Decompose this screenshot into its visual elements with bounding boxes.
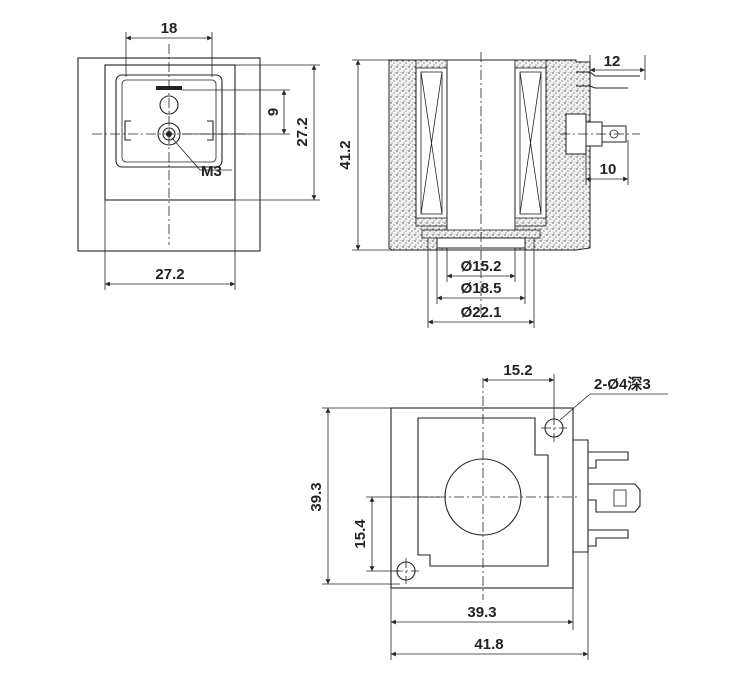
- front-view: 18 9 27.2 M3 27.2: [77, 20, 320, 290]
- winding-right: [519, 71, 542, 215]
- terminal-pin-middle: [588, 483, 641, 513]
- terminal-pin-upper: [588, 451, 629, 469]
- terminal-hole: [613, 489, 627, 507]
- dim-label-bore-inner: Ø15.2: [461, 258, 502, 275]
- dim-label-width-bottom: 27.2: [155, 266, 184, 283]
- dim-label-terminal-side: 10: [600, 161, 617, 178]
- terminal-housing: [573, 439, 589, 553]
- dim-label-width-top: 18: [161, 20, 178, 37]
- dim-label-height: 27.2: [294, 117, 311, 146]
- terminal-pin-lower: [588, 529, 629, 547]
- terminal-top-lower: [576, 85, 628, 89]
- winding-right-x: [519, 71, 542, 215]
- dim-label-overall-height: 41.2: [337, 140, 354, 169]
- flange: [415, 217, 448, 227]
- dim-label-terminal-top: 12: [604, 53, 621, 70]
- flange: [514, 59, 547, 69]
- top-outer-body: [390, 407, 574, 589]
- hole-spec-label: 2-Ø4深3: [594, 375, 651, 393]
- winding-left: [420, 71, 443, 215]
- terminal-top: [576, 71, 640, 77]
- front-right-pin: [207, 120, 214, 141]
- front-connector-plate: [104, 64, 236, 201]
- dim-label-top-height: 39.3: [308, 482, 325, 511]
- dim-label-offset-right: 9: [265, 108, 282, 116]
- flange: [514, 217, 547, 227]
- top-view: 15.2 2-Ø4深3 39.3 15.4 39.3 41.8: [308, 362, 668, 660]
- flange: [415, 59, 448, 69]
- top-inner-recess: [417, 417, 549, 567]
- thread-label: M3: [201, 163, 222, 180]
- dim-label-bore-outer: Ø22.1: [461, 304, 502, 321]
- dim-label-bore-mid: Ø18.5: [461, 280, 502, 297]
- hole-leader: [559, 393, 591, 421]
- front-left-pin: [124, 120, 131, 141]
- dim-label-inner-offset: 15.4: [352, 519, 369, 549]
- dim-label-hole-offset: 15.2: [503, 362, 532, 379]
- dim-label-width-inner: 39.3: [467, 604, 496, 621]
- m3-leader: [171, 137, 201, 171]
- winding-left-x: [420, 71, 443, 215]
- section-view: 41.2 12 10 Ø15.2 Ø18.5 Ø22.1: [337, 52, 646, 328]
- dim-label-width-total: 41.8: [474, 636, 503, 653]
- front-upper-hole: [159, 95, 179, 115]
